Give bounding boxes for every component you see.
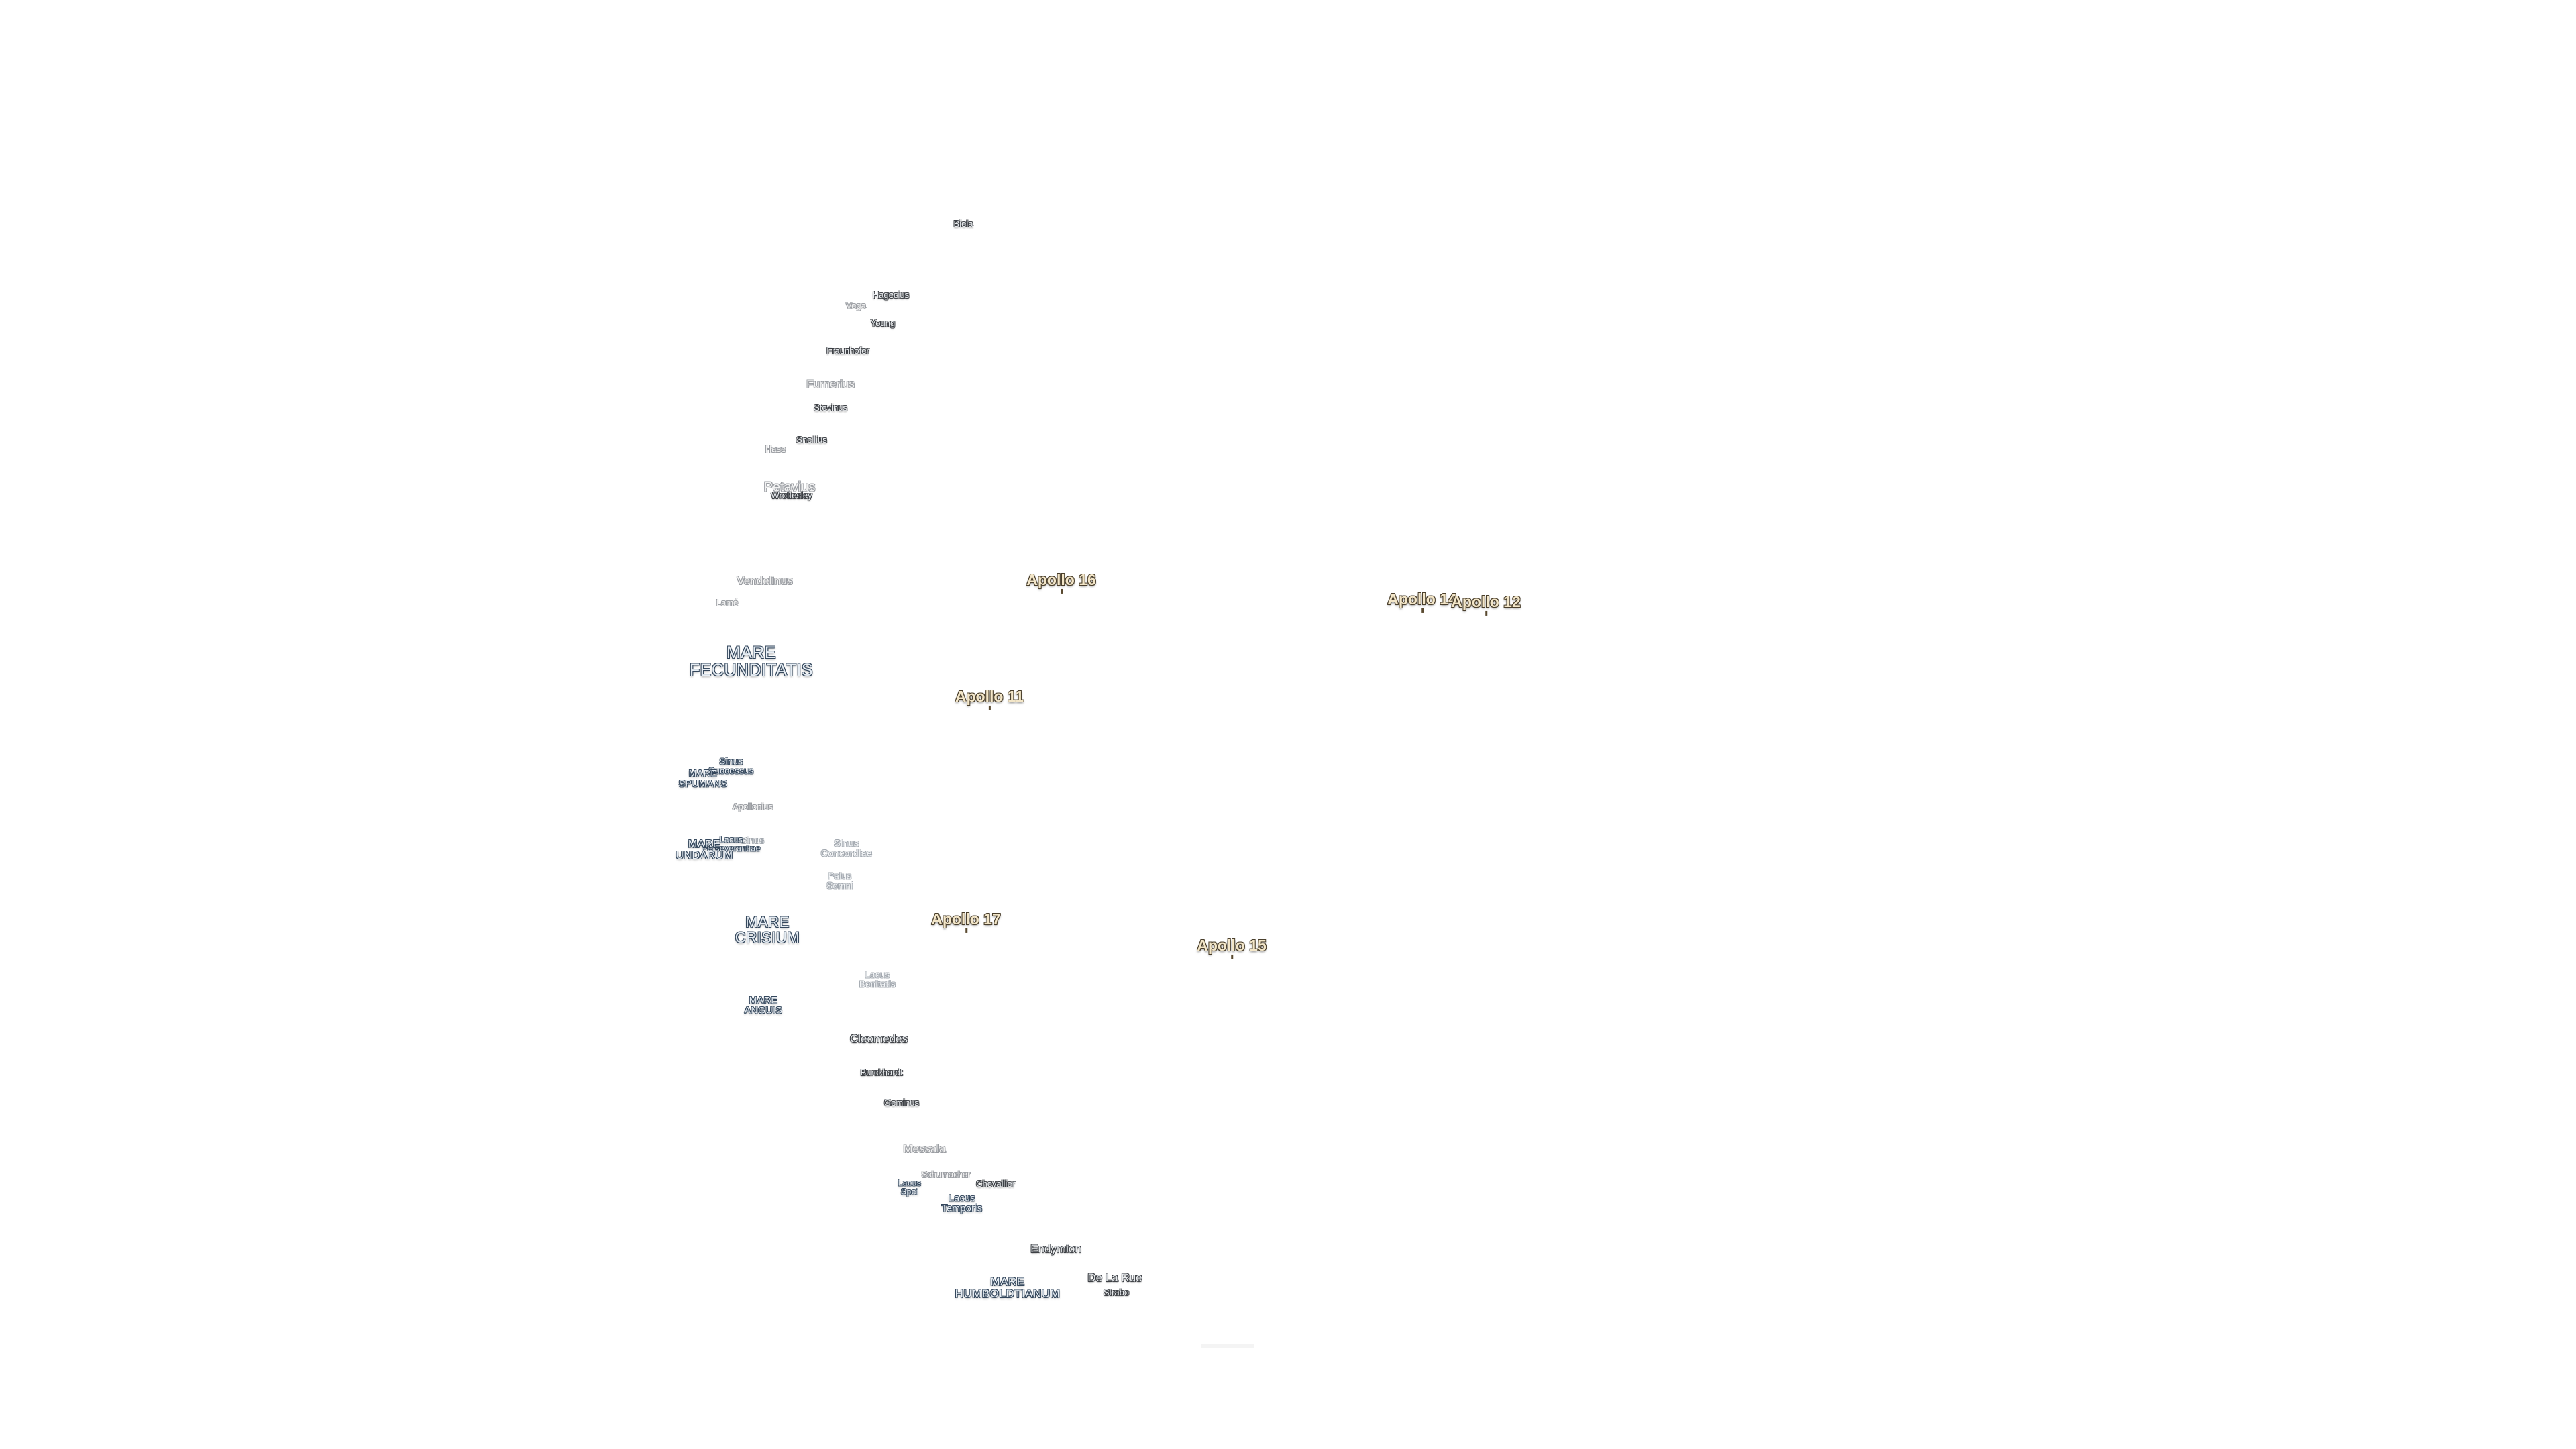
crater-label-petavius[interactable]: Petavius	[763, 480, 816, 495]
landing-pin-icon	[1060, 589, 1063, 594]
crater-label-chevallier[interactable]: Chevallier	[976, 1179, 1015, 1189]
landing-pin-icon	[1421, 608, 1424, 614]
crater-label-apollonius[interactable]: Apollonius	[733, 802, 773, 812]
apollo-14-landing-site[interactable]: Apollo 14	[1387, 590, 1457, 614]
crater-label-vendelinus[interactable]: Vendelinus	[737, 574, 793, 588]
crater-label-strabo[interactable]: Strabo	[1103, 1287, 1130, 1298]
apollo-12-landing-site[interactable]: Apollo 12	[1451, 592, 1521, 616]
crater-label-fraunhofer[interactable]: Fraunhofer	[826, 345, 869, 356]
sea-label-mare-crisium[interactable]: MARE CRISIUM	[735, 913, 800, 946]
apollo-11-label: Apollo 11	[955, 687, 1024, 705]
crater-label-burckhardt[interactable]: Burckhardt	[860, 1067, 903, 1078]
crater-label-geminus[interactable]: Geminus	[883, 1097, 920, 1108]
crater-label-young[interactable]: Young	[870, 318, 896, 329]
sea-label-palus-somni[interactable]: Palus Somni	[826, 871, 853, 890]
sea-label-mare-humboldtianum[interactable]: MARE HUMBOLDTIANUM	[955, 1275, 1061, 1300]
crater-label-lame[interactable]: Lamé	[716, 598, 739, 608]
sea-label-mare-spumans[interactable]: MARE SPUMANS	[678, 767, 728, 788]
sea-label-sinus-amoris[interactable]: Sinus	[741, 835, 765, 846]
sea-label-sinus-concordiae[interactable]: Sinus Concordiae	[820, 837, 873, 858]
sea-label-lacus-perseverantiae[interactable]: Lacus Perseverantiae	[702, 835, 761, 853]
scale-bar	[1201, 1344, 1254, 1348]
crater-label-vega[interactable]: Vega	[846, 301, 866, 311]
crater-label-de-la-rue[interactable]: De La Rue	[1087, 1271, 1142, 1285]
crater-label-wrottesley[interactable]: Wrottesley	[771, 490, 812, 501]
apollo-16-landing-site[interactable]: Apollo 16	[1026, 570, 1096, 594]
crater-label-hagecius[interactable]: Hagecius	[872, 290, 910, 301]
crater-label-endymion[interactable]: Endymion	[1030, 1242, 1081, 1256]
crater-label-cleomedes[interactable]: Cleomedes	[850, 1032, 908, 1046]
apollo-15-label: Apollo 15	[1197, 936, 1267, 954]
sea-label-lacus-temporis[interactable]: Lacus Temporis	[941, 1192, 983, 1213]
landing-pin-icon	[1485, 611, 1487, 616]
crater-label-hase[interactable]: Hase	[765, 444, 786, 455]
crater-label-messala[interactable]: Messala	[903, 1142, 946, 1156]
apollo-16-label: Apollo 16	[1026, 570, 1096, 588]
apollo-11-landing-site[interactable]: Apollo 11	[955, 687, 1024, 711]
apollo-17-landing-site[interactable]: Apollo 17	[931, 910, 1001, 934]
crater-label-stevinus[interactable]: Stevinus	[814, 402, 847, 413]
sea-label-mare-anguis[interactable]: MARE ANGUIS	[744, 994, 783, 1015]
sea-label-sinus-successus[interactable]: Sinus Successus	[708, 756, 754, 775]
landing-pin-icon	[989, 706, 991, 711]
landing-pin-icon	[965, 928, 967, 934]
apollo-12-label: Apollo 12	[1451, 592, 1521, 610]
sea-label-mare-fecunditatis[interactable]: MARE FECUNDITATIS	[689, 643, 814, 680]
crater-label-schumacher[interactable]: Schumacher	[921, 1169, 971, 1180]
sea-label-lacus-spei[interactable]: Lacus Spei	[898, 1178, 922, 1196]
apollo-14-label: Apollo 14	[1387, 590, 1457, 608]
crater-label-furnerius[interactable]: Furnerius	[806, 378, 855, 391]
crater-label-biela[interactable]: Biela	[953, 219, 973, 229]
apollo-17-label: Apollo 17	[931, 910, 1001, 928]
sea-label-lacus-bonitatis[interactable]: Lacus Bonitatis	[859, 969, 896, 989]
sea-label-mare-undarum[interactable]: MARE UNDARUM	[676, 839, 733, 861]
apollo-15-landing-site[interactable]: Apollo 15	[1197, 936, 1267, 960]
crater-label-snellius[interactable]: Snellius	[796, 435, 827, 445]
landing-pin-icon	[1230, 955, 1233, 960]
